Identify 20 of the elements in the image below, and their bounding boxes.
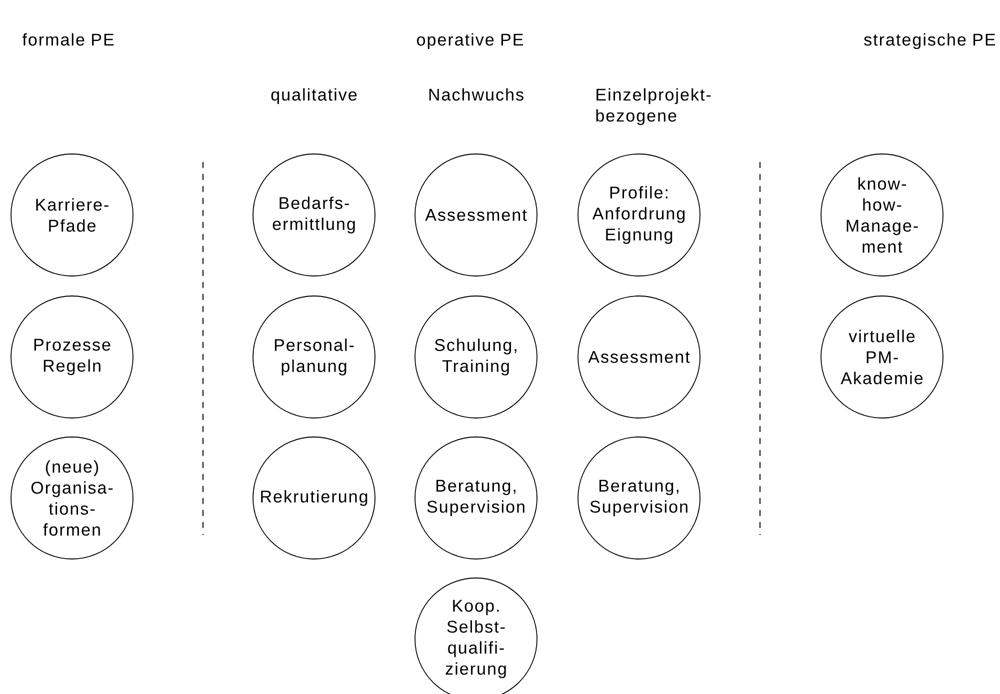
circle-node: Profile: Anfordrung Eignung	[578, 154, 700, 276]
circle-node: (neue) Organisa- tions- formen	[10, 436, 134, 560]
circle-node: know- how- Manage- ment	[820, 154, 944, 276]
circle-node: Beratung, Supervision	[414, 436, 538, 560]
heading: formale PE	[22, 33, 114, 46]
circle-node: Personal- planung	[252, 296, 376, 418]
heading: strategische PE	[864, 33, 996, 50]
circle-node: Bedarfs- ermittlung	[252, 154, 376, 276]
circle-node: Rekrutierung	[252, 436, 376, 560]
circle-node: Schulung, Training	[414, 296, 538, 418]
circle-node: Karriere- Pfade	[10, 154, 134, 276]
heading: Nachwuchs	[429, 88, 524, 101]
heading: qualitative	[271, 88, 357, 104]
circle-node: Assessment	[414, 154, 538, 276]
heading: operative PE	[417, 33, 523, 50]
circle-node: Prozesse Regeln	[10, 296, 134, 418]
circle-node: Beratung, Supervision	[578, 436, 700, 560]
heading: Einzelprojekt- bezogene	[596, 88, 711, 126]
circle-node: virtuelle PM- Akademie	[820, 296, 944, 418]
circle-node: Assessment	[578, 296, 700, 418]
